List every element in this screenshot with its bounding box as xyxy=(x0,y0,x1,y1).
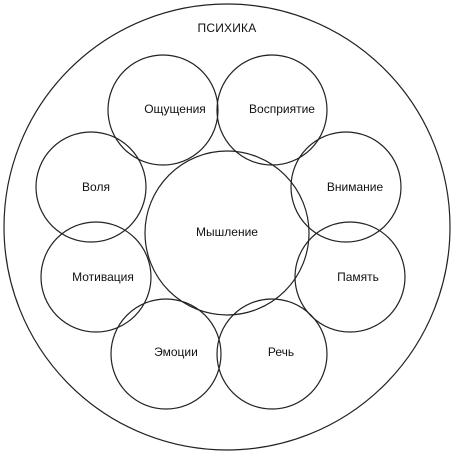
label-emotions: Эмоции xyxy=(154,345,198,359)
circle-will xyxy=(35,131,147,243)
label-motivation: Мотивация xyxy=(72,270,134,284)
circle-motivation xyxy=(40,221,152,333)
label-sensations: Ощущения xyxy=(144,102,206,116)
label-perception: Восприятие xyxy=(249,102,315,116)
label-thinking: Мышление xyxy=(196,225,258,239)
circle-emotions xyxy=(110,298,222,410)
circle-speech xyxy=(216,298,328,410)
label-attention: Внимание xyxy=(327,180,384,194)
label-speech: Речь xyxy=(268,345,294,359)
diagram-title: ПСИХИКА xyxy=(198,21,257,35)
circle-memory xyxy=(294,221,406,333)
circle-thinking xyxy=(144,150,310,316)
label-will: Воля xyxy=(82,180,110,194)
label-memory: Память xyxy=(337,270,379,284)
outer-circle-psyche xyxy=(3,3,451,451)
circle-sensations xyxy=(107,54,219,166)
circle-attention xyxy=(290,131,402,243)
